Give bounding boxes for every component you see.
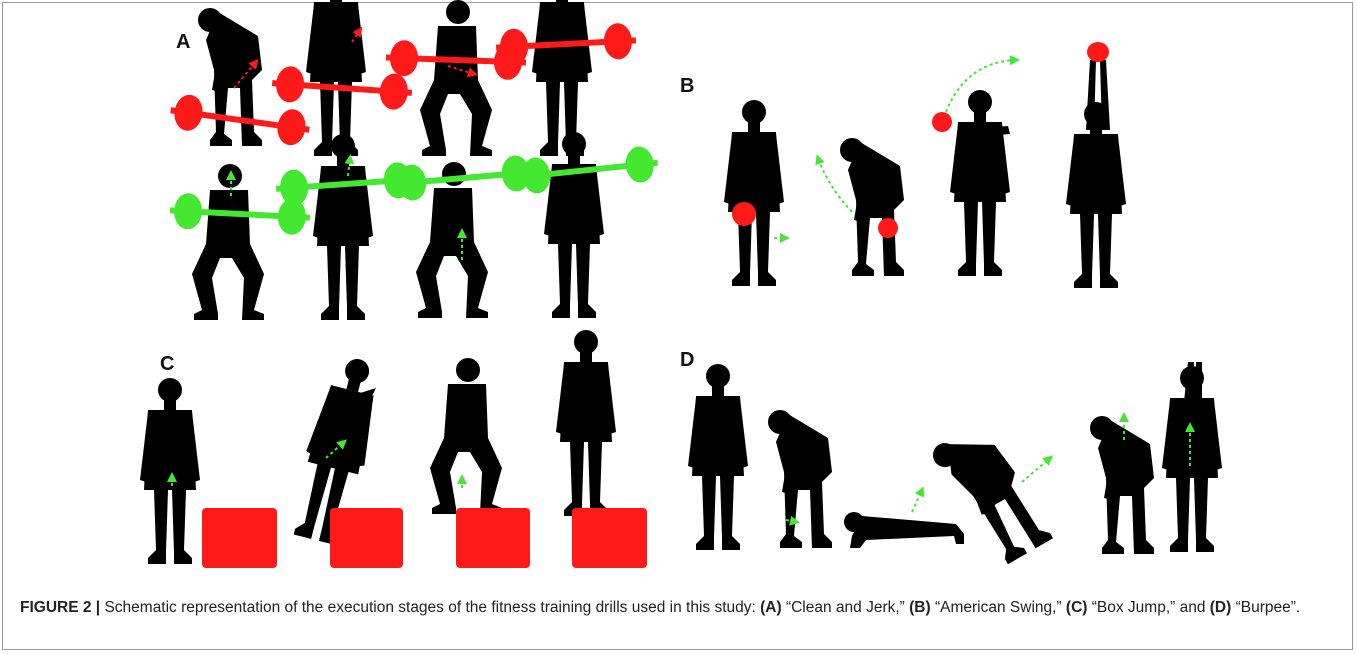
burpee-stage-4 [929, 419, 1053, 571]
caption-c-label: (C) [1066, 599, 1088, 616]
plyo-box-3 [456, 508, 530, 568]
panel-label-a: A [176, 31, 190, 53]
burpee-stage-3 [844, 490, 964, 548]
figure-caption: FIGURE 2 | Schematic representation of t… [20, 597, 1340, 619]
caption-b-label: (B) [909, 599, 931, 616]
panel-label-d: D [680, 349, 694, 371]
panel-b-american-swing [724, 42, 1126, 288]
figure-label: FIGURE 2 | [20, 599, 100, 616]
box-jump-stage-4 [556, 330, 616, 516]
caption-intro: Schematic representation of the executio… [100, 599, 760, 616]
swing-stage-2 [818, 138, 904, 276]
panel-c-box-jump [140, 330, 647, 568]
box-jump-stage-3 [430, 358, 502, 514]
jerk-stage-3 [393, 154, 536, 318]
swing-stage-3 [932, 60, 1016, 276]
plyo-box-4 [572, 508, 647, 568]
burpee-stage-5 [1090, 416, 1154, 554]
caption-d-label: (D) [1210, 599, 1232, 616]
swing-stage-1 [724, 100, 786, 286]
swing-stage-4 [1066, 42, 1126, 288]
clean-stage-3 [385, 0, 526, 156]
caption-a-text: “Clean and Jerk,” [782, 599, 910, 616]
plyo-box-2 [330, 508, 403, 568]
burpee-stage-1 [688, 364, 748, 550]
panel-d-burpee [688, 362, 1222, 570]
panel-label-c: C [160, 353, 174, 375]
jerk-stage-4 [517, 132, 660, 318]
caption-b-text: “American Swing,” [931, 599, 1066, 616]
box-jump-stage-1 [140, 378, 200, 564]
panel-label-b: B [680, 75, 694, 97]
burpee-stage-6 [1162, 362, 1222, 552]
caption-d-text: “Burpee”. [1231, 599, 1300, 616]
clean-stage-4 [495, 0, 637, 156]
caption-a-label: (A) [760, 599, 782, 616]
burpee-stage-2 [768, 410, 832, 548]
caption-c-text: “Box Jump,” and [1087, 599, 1209, 616]
panel-a-clean-and-jerk [168, 0, 659, 320]
plyo-box-1 [202, 508, 277, 568]
